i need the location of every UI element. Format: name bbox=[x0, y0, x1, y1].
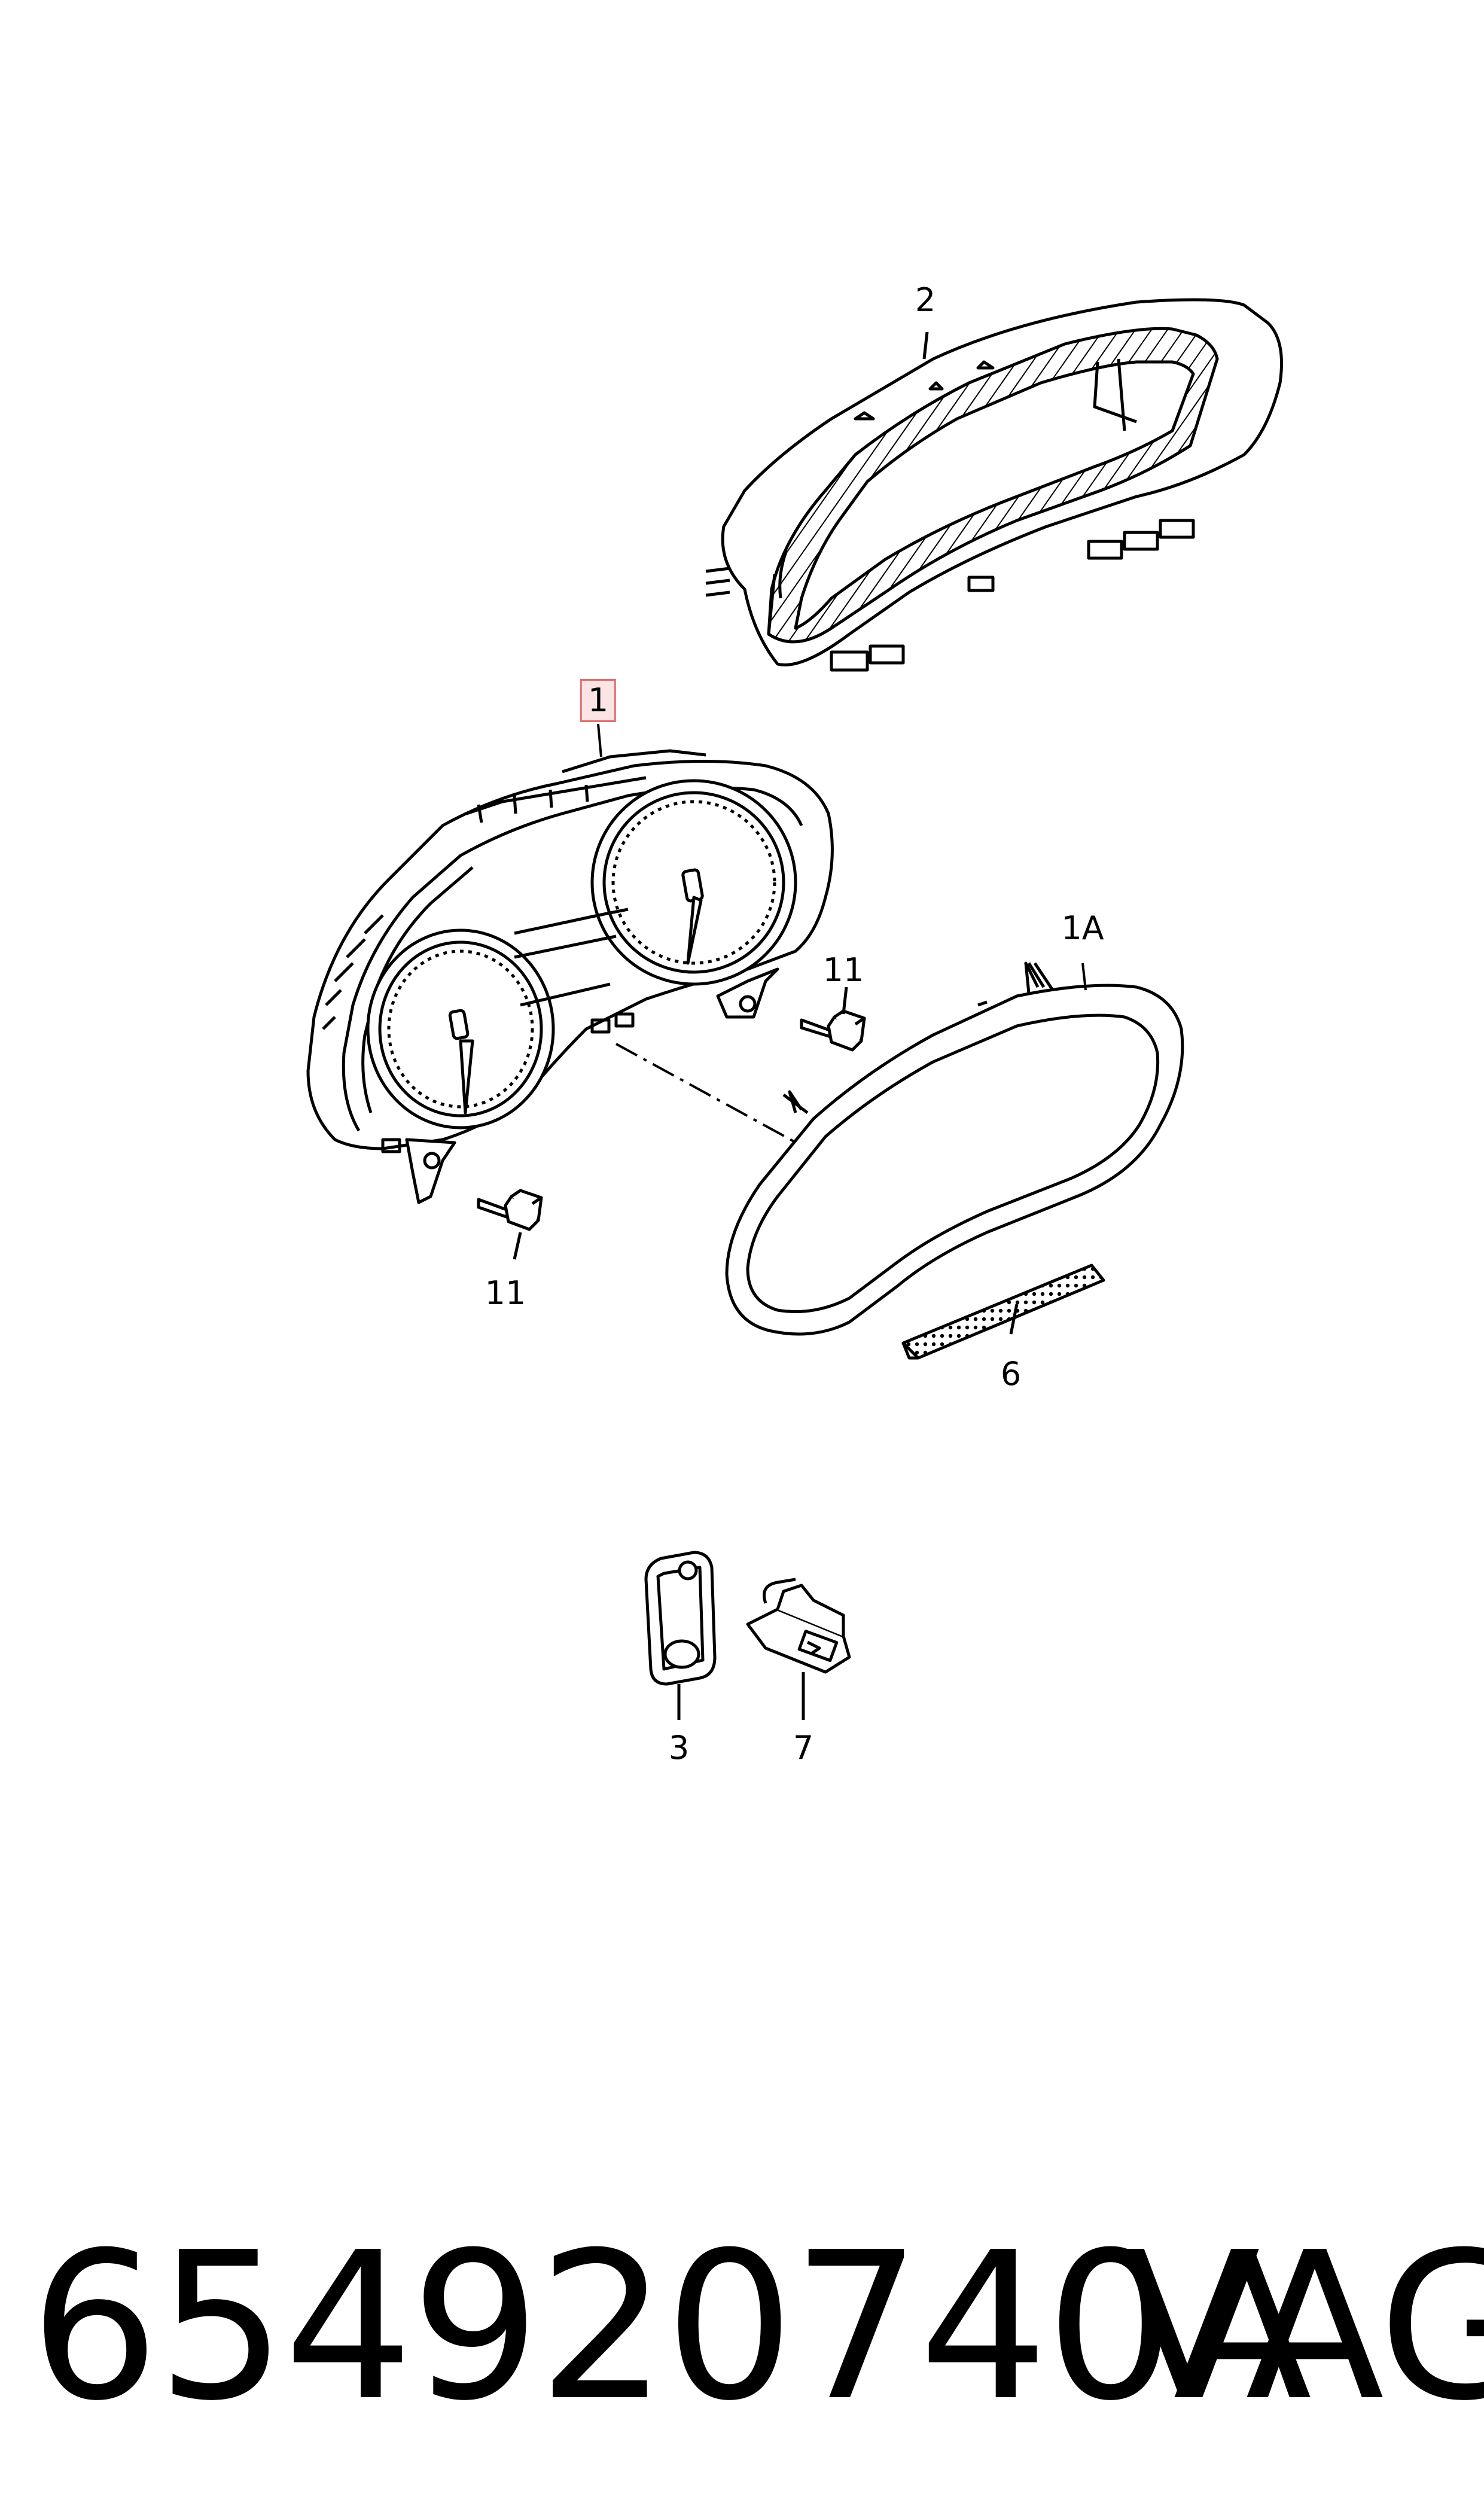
callout-1: 1 bbox=[580, 679, 617, 722]
callout-7: 7 bbox=[793, 1729, 814, 1767]
leader-lines bbox=[597, 723, 1087, 991]
part-7-connector bbox=[746, 1578, 851, 1720]
part-6-foam-strip bbox=[901, 1263, 1105, 1360]
callout-1a: 1A bbox=[1061, 909, 1104, 947]
callout-3: 3 bbox=[668, 1729, 690, 1767]
callout-6: 6 bbox=[1000, 1355, 1022, 1393]
part-2-display-cover bbox=[705, 298, 1283, 672]
part-11-screw-right bbox=[800, 987, 866, 1052]
part-number: 654920740A bbox=[30, 2209, 1312, 2446]
brand-name: VAG bbox=[1122, 2209, 1484, 2446]
callout-11-right: 11 bbox=[822, 951, 864, 989]
callout-11-left: 11 bbox=[484, 1274, 526, 1312]
callout-2: 2 bbox=[915, 281, 936, 319]
part-11-screw-left bbox=[477, 1189, 543, 1260]
part-3-bracket-plate bbox=[644, 1551, 717, 1720]
part-1a-frame bbox=[725, 961, 1184, 1336]
part-1-instrument-cluster bbox=[306, 749, 834, 1204]
